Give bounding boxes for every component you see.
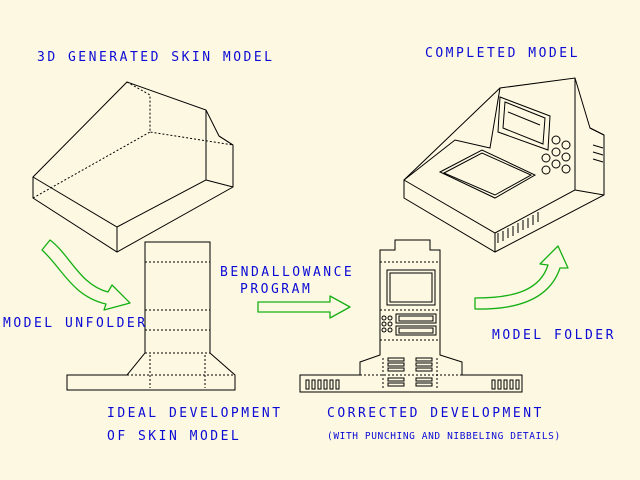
skin-model-3d	[33, 82, 233, 252]
arrow-curved-up-right-icon	[475, 246, 568, 309]
label-model-unfolder: MODEL UNFOLDER	[3, 317, 148, 330]
label-skin-model: 3D GENERATED SKIN MODEL	[37, 51, 275, 64]
label-ideal-development: IDEAL DEVELOPMENT	[107, 407, 283, 420]
arrow-right-icon	[258, 296, 350, 318]
completed-model-3d	[404, 78, 604, 252]
label-completed-model: COMPLETED MODEL	[425, 47, 580, 60]
label-punching-details: (WITH PUNCHING AND NIBBELING DETAILS)	[327, 432, 561, 442]
label-of-skin-model: OF SKIN MODEL	[107, 430, 241, 443]
label-bendallowance: BENDALLOWANCE	[220, 266, 354, 279]
label-model-folder: MODEL FOLDER	[492, 329, 616, 342]
label-program: PROGRAM	[240, 283, 312, 296]
label-corrected-development: CORRECTED DEVELOPMENT	[327, 407, 544, 420]
